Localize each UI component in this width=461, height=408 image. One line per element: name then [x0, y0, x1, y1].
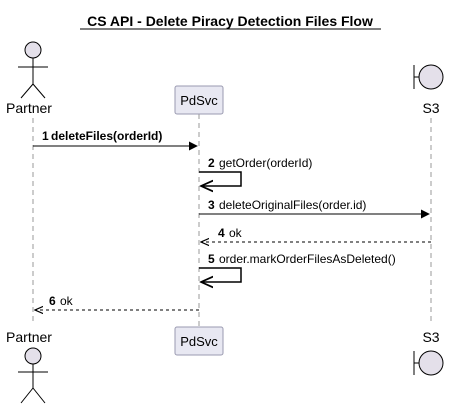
participant-label: PdSvc [180, 93, 218, 108]
message-2: 2 getOrder(orderId) [199, 156, 312, 186]
boundary-icon [413, 64, 444, 90]
lifelines [32, 114, 432, 326]
actor-icon [18, 41, 48, 99]
message-number: 4 [218, 226, 225, 240]
message-6: 6 ok [35, 294, 199, 310]
participant-s3-top: S3 [413, 64, 444, 116]
message-number: 2 [208, 156, 215, 170]
message-number: 3 [208, 198, 215, 212]
actor-icon [18, 347, 48, 404]
message-4: 4 ok [201, 226, 431, 242]
message-label: deleteOriginalFiles(order.id) [219, 198, 366, 212]
message-label: ok [229, 226, 243, 240]
message-arrow [199, 171, 242, 186]
message-arrow [199, 267, 242, 282]
participant-label: Partner [6, 100, 52, 116]
participant-partner-bottom: Partner [6, 329, 52, 404]
participant-box [174, 326, 224, 356]
diagram-title: CS API - Delete Piracy Detection Files F… [87, 13, 373, 29]
message-number: 6 [49, 294, 56, 308]
message-5: 5 order.markOrderFilesAsDeleted() [199, 252, 396, 282]
message-label: ok [60, 294, 74, 308]
participant-s3-bottom: S3 [413, 329, 444, 376]
message-label: order.markOrderFilesAsDeleted() [219, 252, 396, 266]
participant-label: S3 [422, 329, 439, 345]
participant-label: Partner [6, 329, 52, 345]
message-label: getOrder(orderId) [219, 156, 312, 170]
participant-pdsvc-bottom: PdSvc [174, 326, 224, 356]
participant-label: S3 [422, 100, 439, 116]
boundary-icon [413, 350, 444, 376]
message-number: 5 [208, 252, 215, 266]
participant-pdsvc-top: PdSvc [174, 85, 224, 115]
participant-partner-top: Partner [6, 41, 52, 116]
message-number: 1 [42, 129, 49, 143]
message-label: deleteFiles(orderId) [51, 129, 162, 143]
participant-box [174, 85, 224, 115]
message-3: 3 deleteOriginalFiles(order.id) [199, 198, 430, 219]
participant-label: PdSvc [180, 334, 218, 349]
message-1: 1 deleteFiles(orderId) [33, 129, 198, 151]
messages: 1 deleteFiles(orderId) 2 getOrder(orderI… [33, 129, 431, 310]
